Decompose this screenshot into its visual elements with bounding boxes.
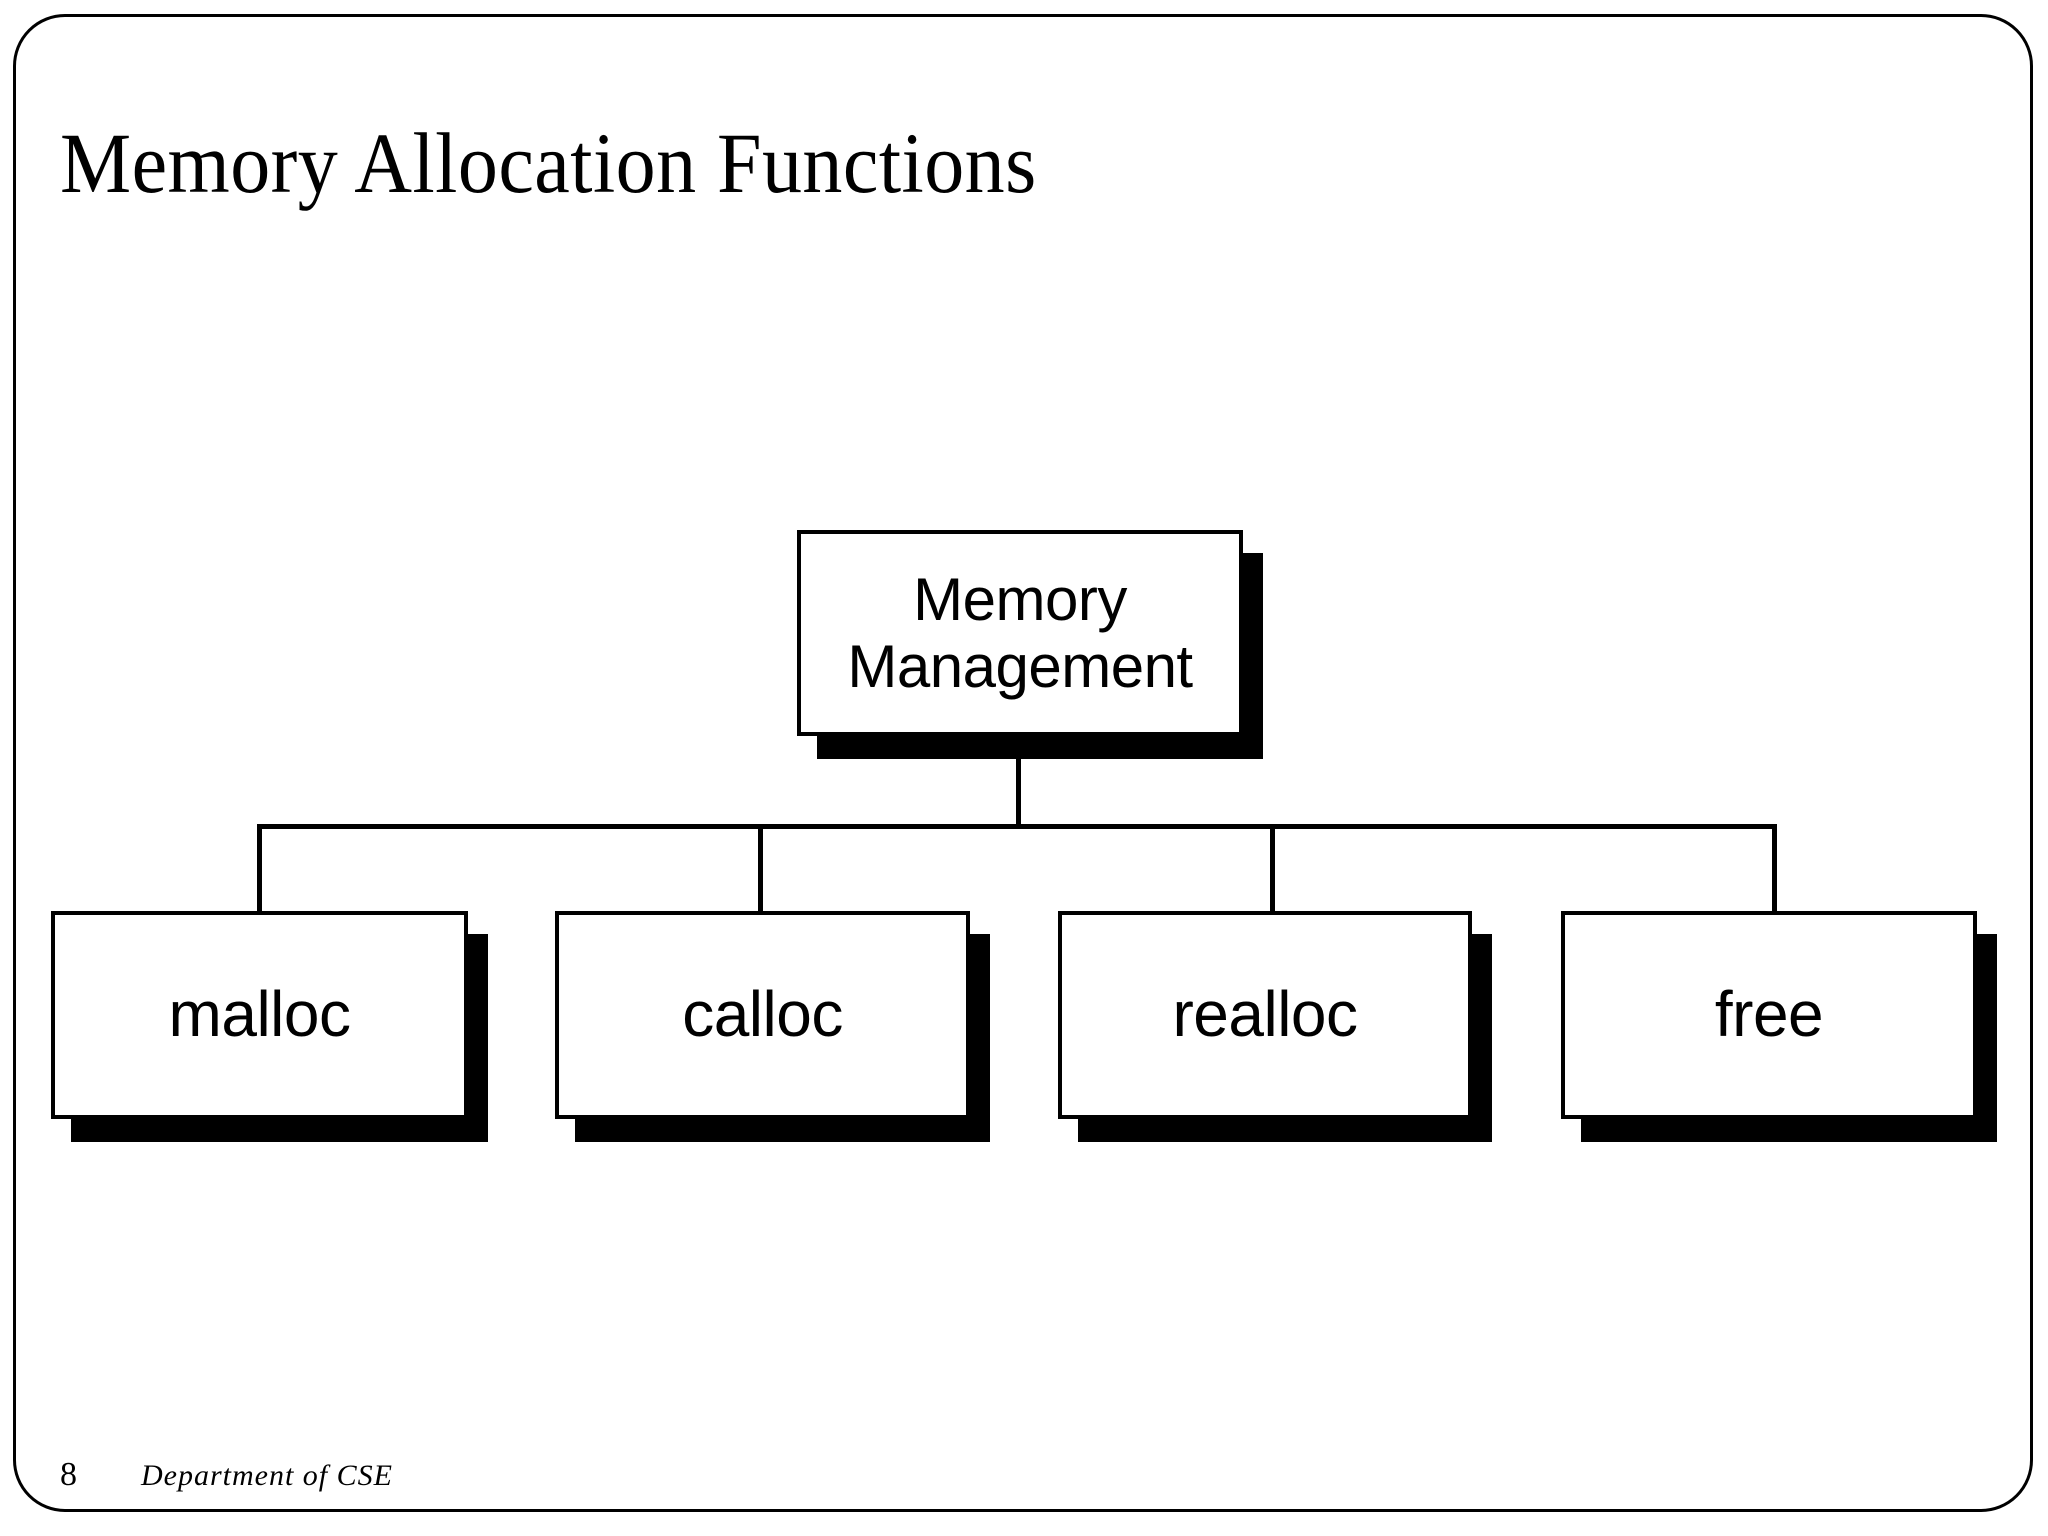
connector-drop-malloc xyxy=(257,824,262,914)
connector-drop-realloc xyxy=(1270,824,1275,914)
node-label-line-2: Management xyxy=(847,633,1193,700)
node-face: free xyxy=(1561,911,1977,1119)
node-free[interactable]: free xyxy=(1561,911,1997,1142)
node-label: malloc xyxy=(168,978,351,1051)
node-face: malloc xyxy=(51,911,468,1119)
node-label-line-1: Memory xyxy=(913,565,1127,633)
node-label: realloc xyxy=(1172,978,1358,1051)
node-label: free xyxy=(1714,978,1824,1051)
slide-footer: 8 Department of CSE xyxy=(60,1456,393,1494)
node-calloc[interactable]: calloc xyxy=(555,911,990,1142)
node-face: realloc xyxy=(1058,911,1472,1119)
footer-department-label: Department of CSE xyxy=(141,1459,393,1492)
connector-drop-calloc xyxy=(758,824,763,914)
connector-horizontal-bus xyxy=(257,824,1777,829)
node-malloc[interactable]: malloc xyxy=(51,911,488,1142)
connector-drop-free xyxy=(1772,824,1777,914)
node-face: calloc xyxy=(555,911,970,1119)
slide-number: 8 xyxy=(60,1456,77,1493)
node-label: calloc xyxy=(682,978,843,1051)
node-realloc[interactable]: realloc xyxy=(1058,911,1492,1142)
page-title: Memory Allocation Functions xyxy=(60,115,1037,211)
connector-root-stem xyxy=(1016,736,1021,828)
